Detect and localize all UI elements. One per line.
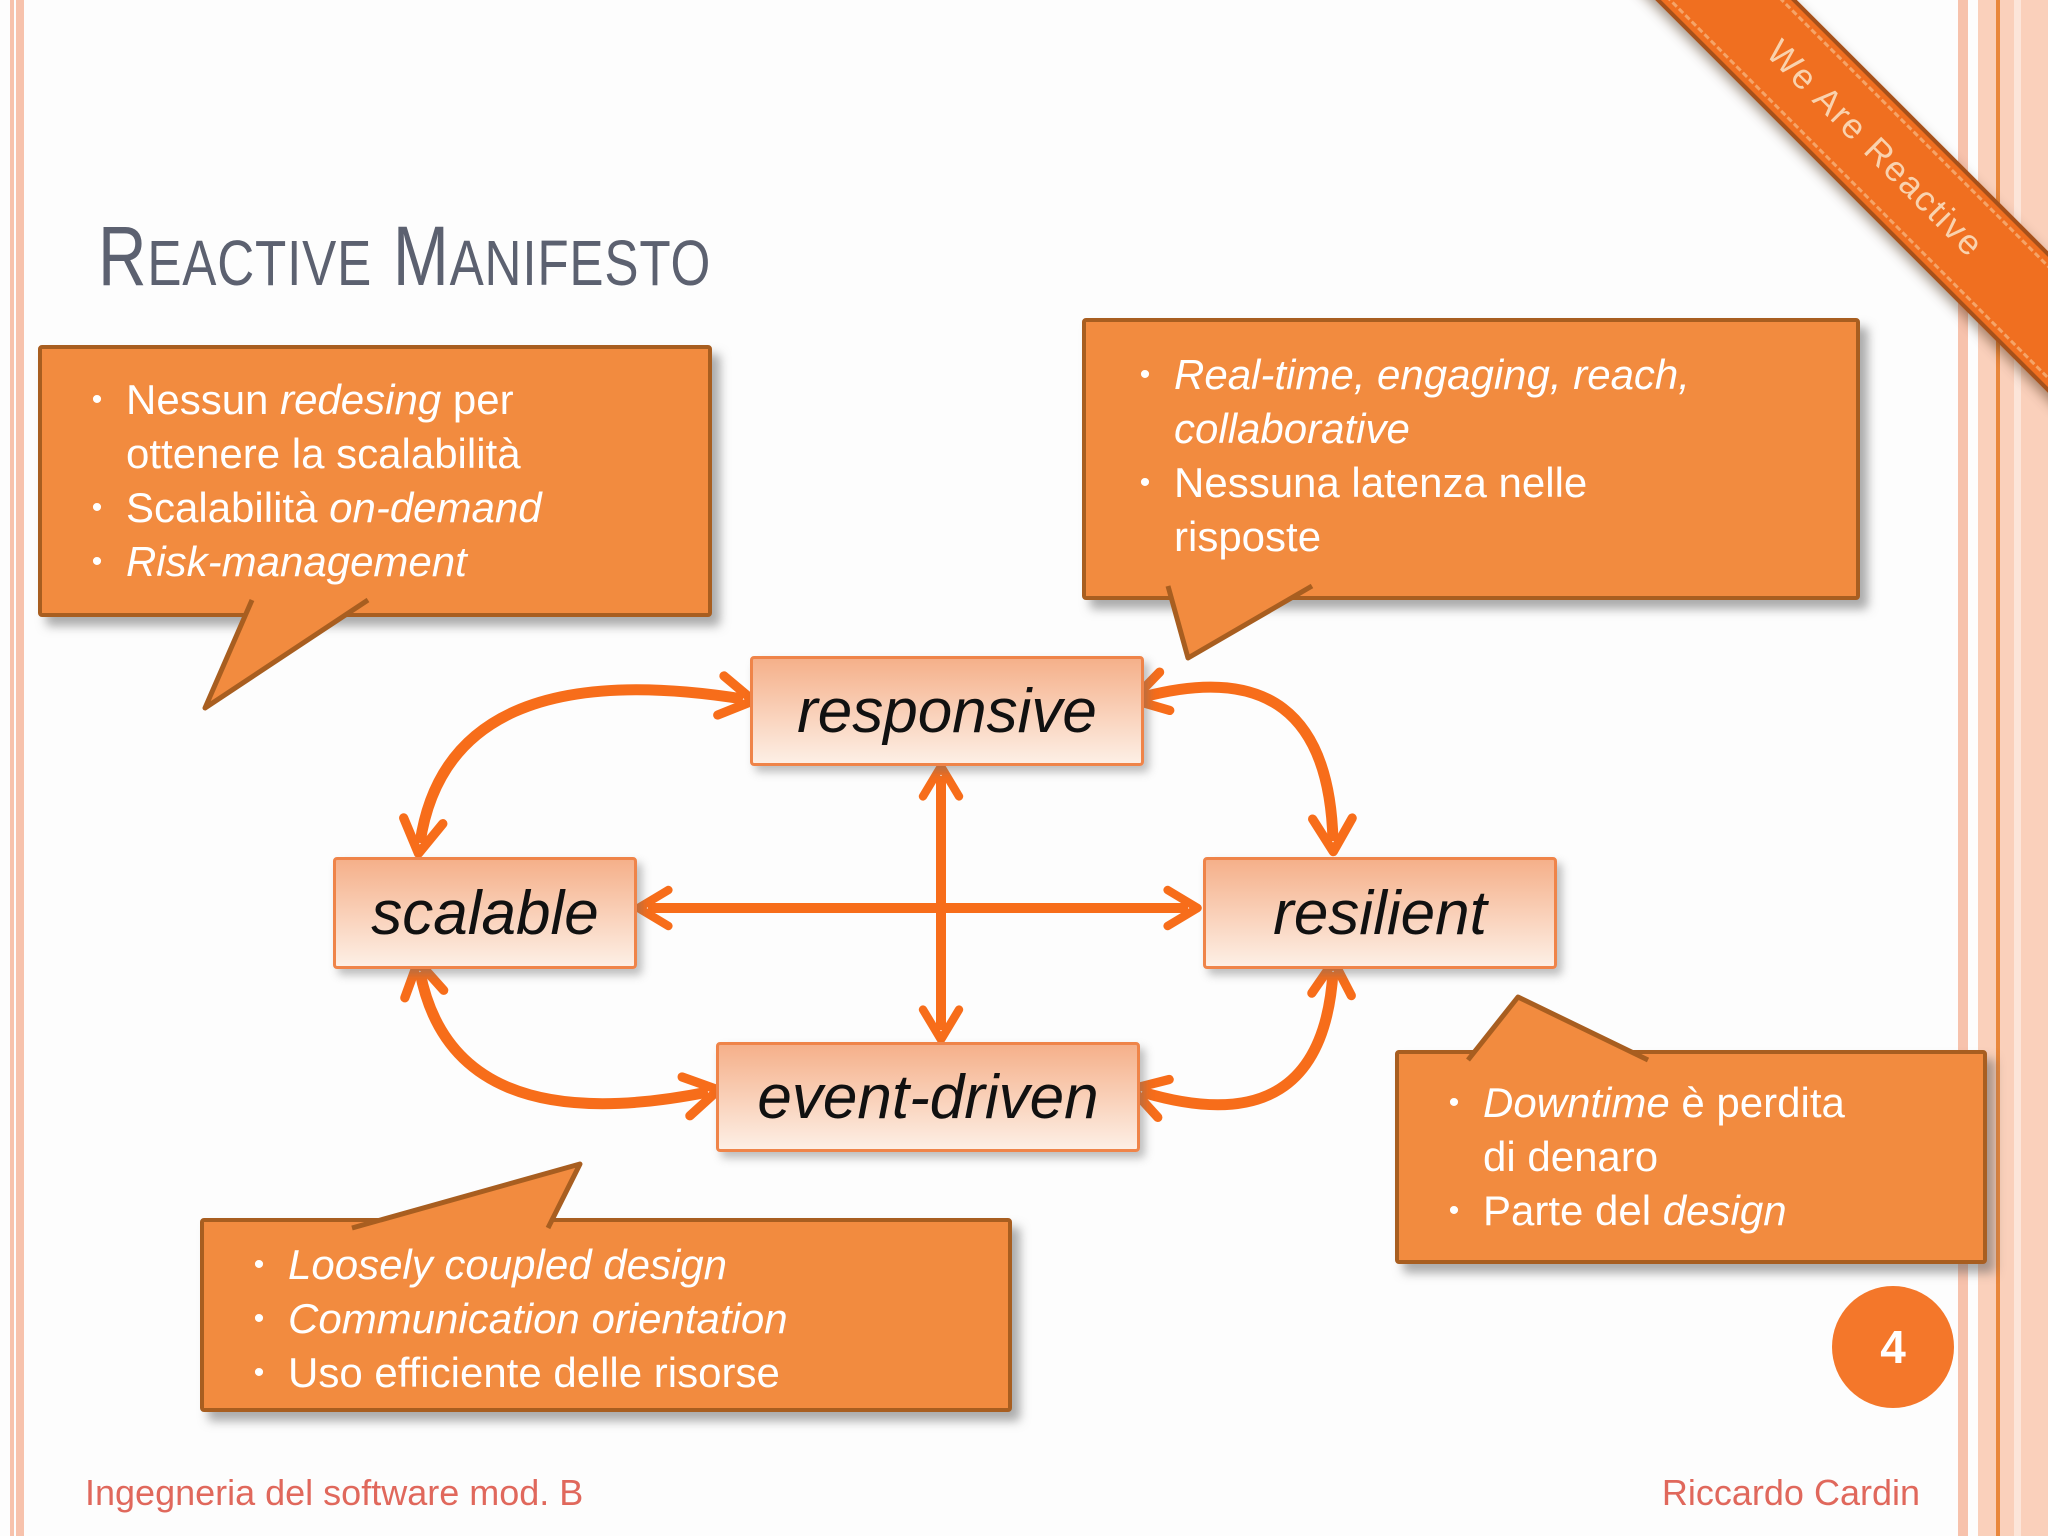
arc-scalable-responsive — [399, 671, 759, 859]
callout-bottom-left: •Loosely coupled design •Communication or… — [200, 1218, 1012, 1412]
right-border-stripe — [1958, 0, 1968, 1536]
callout-bullet-list: •Real-time, engaging, reach, collaborati… — [1116, 348, 1856, 564]
arc-responsive-resilient — [1128, 667, 1357, 857]
left-border-stripe — [10, 0, 14, 1536]
bullet-item: •Nessuna latenza nelle risposte — [1139, 459, 1588, 560]
bullet-item: •Uso efficiente delle risorse — [253, 1349, 780, 1396]
bullet-item: •Scalabilità on-demand — [91, 484, 542, 531]
callout-bullet-list: •Nessun redesing per ottenere la scalabi… — [68, 373, 708, 589]
page-number: 4 — [1880, 1321, 1906, 1373]
footer-author-label: Riccardo Cardin — [1661, 1472, 1920, 1513]
bullet-item: •Nessun redesing per ottenere la scalabi… — [91, 376, 521, 477]
ribbon-label: We Are Reactive — [1759, 32, 1992, 265]
node-responsive: responsive — [750, 656, 1144, 766]
node-event-driven: event-driven — [716, 1042, 1140, 1152]
node-label: scalable — [371, 878, 599, 948]
bullet-item: •Real-time, engaging, reach, collaborati… — [1139, 351, 1690, 452]
bullet-item: •Downtime è perdita di denaro — [1448, 1079, 1845, 1180]
callout-bullet-list: •Loosely coupled design •Communication or… — [230, 1238, 1008, 1400]
callout-top-right: •Real-time, engaging, reach, collaborati… — [1082, 318, 1860, 600]
bullet-item: •Parte del design — [1448, 1187, 1787, 1234]
arc-eventdriven-resilient — [1127, 956, 1356, 1123]
node-label: event-driven — [757, 1062, 1099, 1132]
callout-bullet-list: •Downtime è perdita di denaro •Parte del … — [1425, 1076, 1983, 1238]
footer-course-label: Ingegneria del software mod. B — [85, 1472, 584, 1513]
node-scalable: scalable — [333, 857, 637, 969]
node-label: responsive — [797, 676, 1097, 746]
node-label: resilient — [1273, 878, 1487, 948]
right-border-highlight — [2014, 0, 2021, 1536]
callout-bottom-right: •Downtime è perdita di denaro •Parte del … — [1395, 1050, 1987, 1264]
left-border-stripe — [16, 0, 24, 1536]
arc-scalable-eventdriven — [400, 957, 723, 1121]
bullet-item: •Risk-management — [91, 538, 467, 585]
node-resilient: resilient — [1203, 857, 1557, 969]
bullet-item: •Communication orientation — [253, 1295, 788, 1342]
page-number-badge: 4 — [1832, 1286, 1954, 1408]
bullet-item: •Loosely coupled design — [253, 1241, 727, 1288]
right-border-accent-line — [1996, 0, 2000, 1536]
callout-top-left: •Nessun redesing per ottenere la scalabi… — [38, 345, 712, 617]
